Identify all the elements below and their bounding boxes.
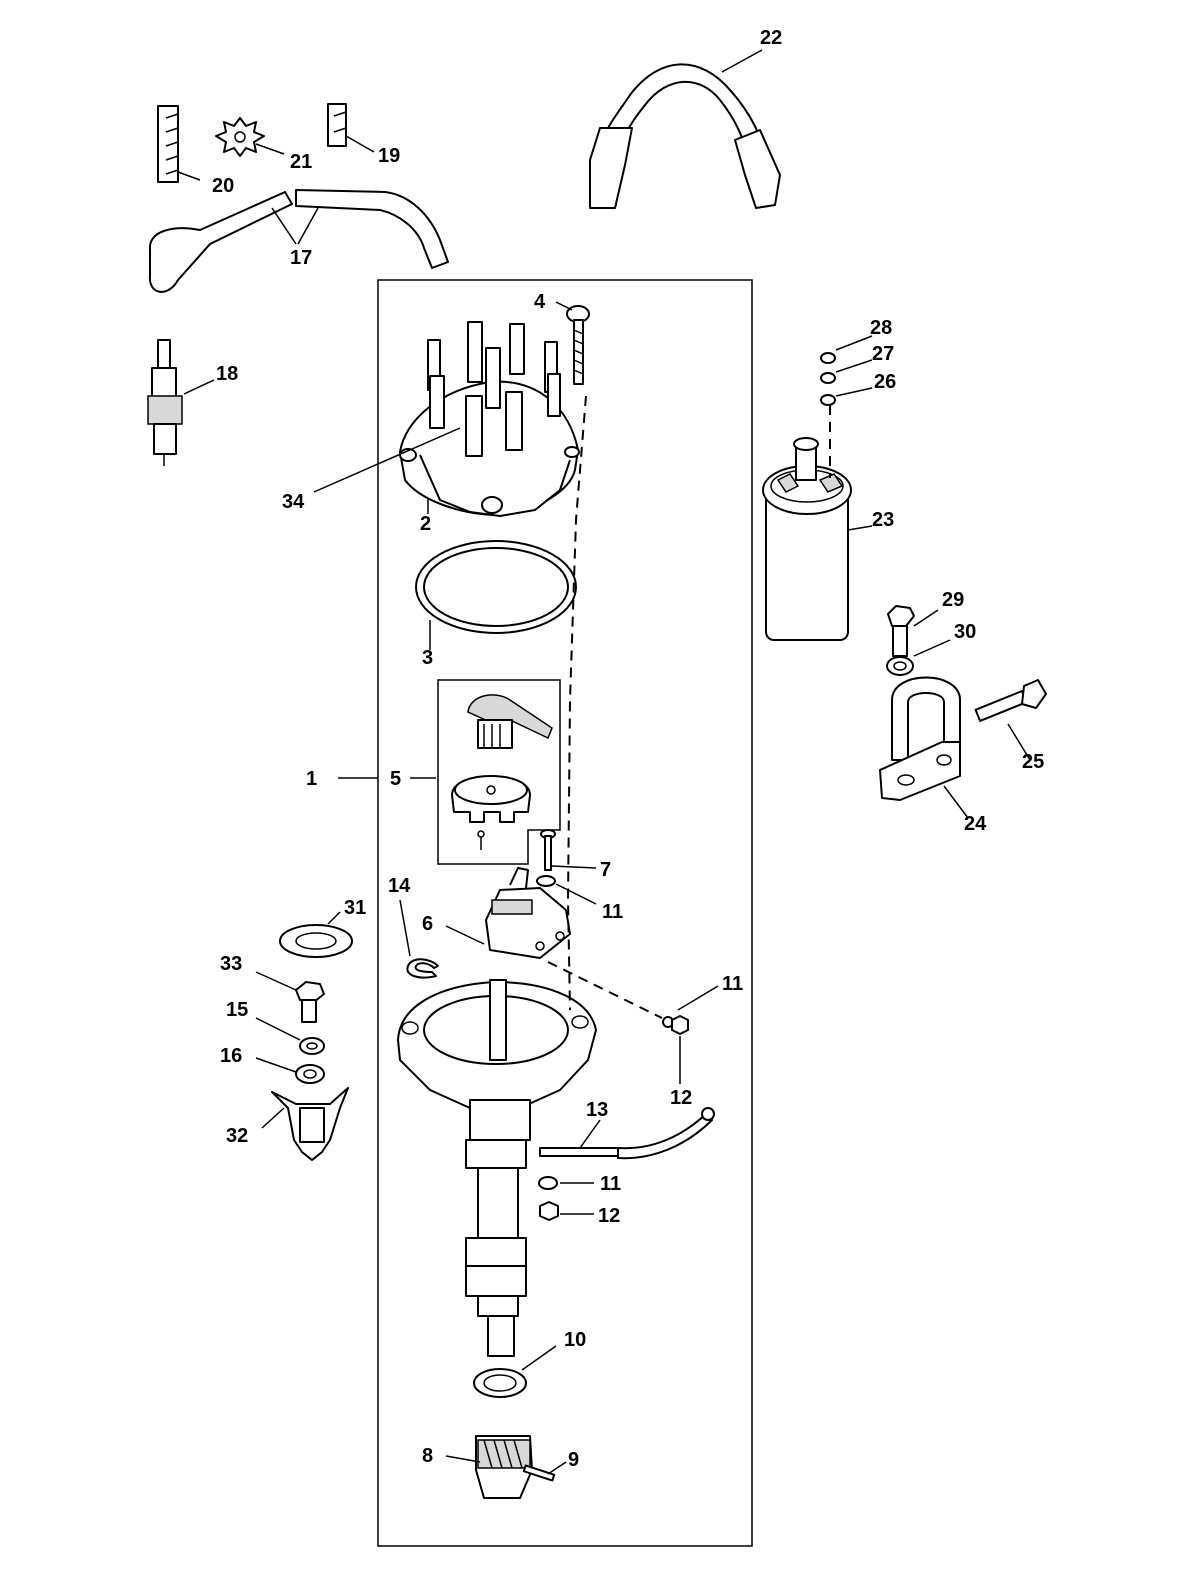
callout-21: 21 — [290, 151, 312, 173]
callout-labels: 1 2 3 4 5 6 7 8 9 10 11 11 11 12 12 13 1… — [212, 27, 1044, 1471]
cap-gasket — [415, 540, 577, 634]
callout-27: 27 — [872, 343, 894, 365]
callout-2: 2 — [420, 513, 431, 535]
callout-19: 19 — [378, 145, 400, 167]
callout-16: 16 — [220, 1045, 242, 1067]
callout-11-lower: 11 — [600, 1173, 621, 1195]
spark-plug — [147, 339, 183, 466]
callout-33: 33 — [220, 953, 242, 975]
coil-bracket — [879, 676, 961, 801]
star-grommet — [215, 117, 265, 157]
ignition-coil — [762, 437, 852, 641]
advance-weight — [271, 1087, 349, 1161]
callout-1: 1 — [306, 768, 317, 790]
callout-26: 26 — [874, 371, 896, 393]
callout-12-lower: 12 — [598, 1205, 620, 1227]
callout-12-right: 12 — [670, 1087, 692, 1109]
callout-28: 28 — [870, 317, 892, 339]
nut-right — [671, 1015, 689, 1035]
callout-14: 14 — [388, 875, 411, 897]
callout-34: 34 — [282, 491, 305, 513]
callout-8: 8 — [422, 1445, 433, 1467]
callout-20: 20 — [212, 175, 234, 197]
callout-22: 22 — [760, 27, 782, 49]
assembly-frame — [377, 279, 753, 1547]
callout-11-upper: 11 — [602, 901, 623, 923]
nut-lower — [539, 1201, 559, 1221]
callout-24: 24 — [964, 813, 987, 835]
callout-6: 6 — [422, 913, 433, 935]
callout-11-right: 11 — [722, 973, 743, 995]
callout-4: 4 — [534, 291, 546, 313]
wire-separator-2 — [327, 103, 347, 147]
ignition-module — [485, 867, 571, 959]
callout-9: 9 — [568, 1449, 579, 1471]
bracket-washer-30 — [886, 656, 914, 676]
advance-bolt — [295, 981, 325, 1023]
weight-washer — [279, 924, 353, 958]
gear-pin — [522, 1464, 556, 1482]
callout-31: 31 — [344, 897, 366, 919]
washer-15 — [299, 1037, 325, 1055]
ground-strap — [539, 1107, 715, 1160]
coil-washer-26 — [820, 394, 836, 406]
callout-25: 25 — [1022, 751, 1044, 773]
bracket-bolt-25 — [974, 679, 1047, 722]
washer-16 — [295, 1064, 325, 1084]
cap-hold-down-screw — [566, 305, 590, 385]
rotor-subassembly-box — [437, 679, 561, 865]
wire-separator-6 — [157, 105, 179, 183]
callout-10: 10 — [564, 1329, 586, 1351]
distributor-housing — [397, 979, 597, 1357]
callout-3: 3 — [422, 647, 433, 669]
callout-32: 32 — [226, 1125, 248, 1147]
lock-washer-lower — [538, 1176, 558, 1190]
callout-13: 13 — [586, 1099, 608, 1121]
coil-washer-28 — [820, 352, 836, 364]
callout-17: 17 — [290, 247, 312, 269]
coil-nut-27 — [820, 372, 836, 384]
callout-5: 5 — [390, 768, 401, 790]
module-screw — [540, 829, 556, 871]
alignment-line-module — [547, 961, 663, 1019]
callout-23: 23 — [872, 509, 894, 531]
spark-plug-wire-arched — [589, 63, 781, 209]
callout-15: 15 — [226, 999, 248, 1021]
callout-29: 29 — [942, 589, 964, 611]
rotor-and-reluctor — [451, 694, 553, 850]
drive-gear — [475, 1435, 533, 1499]
callout-18: 18 — [216, 363, 238, 385]
bracket-bolt-29 — [887, 605, 915, 657]
leader-lines — [177, 49, 1031, 1475]
callout-7: 7 — [600, 859, 611, 881]
alignment-line-cap — [566, 395, 587, 1011]
shaft-washer — [473, 1368, 527, 1398]
retaining-clip — [406, 958, 439, 979]
distributor-cap — [399, 321, 580, 517]
callout-30: 30 — [954, 621, 976, 643]
lock-washer-upper — [536, 875, 556, 887]
spark-plug-wires — [148, 189, 449, 293]
